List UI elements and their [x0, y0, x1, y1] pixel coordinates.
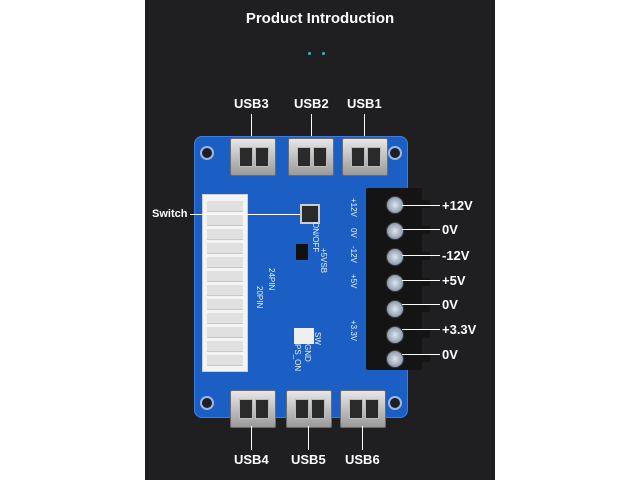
- silk-24pin: 24PIN: [267, 268, 276, 291]
- silk-ps-on: PS_ON: [293, 344, 302, 372]
- leader-out: [402, 205, 440, 206]
- usb1-port: [342, 138, 388, 176]
- usb3-port: [230, 138, 276, 176]
- silk-33v: +3.3V: [349, 320, 358, 342]
- leader-out: [402, 229, 440, 230]
- silk-5v: +5V: [349, 274, 358, 289]
- label-out-0v-3: 0V: [442, 347, 458, 362]
- usb5-port: [286, 390, 332, 428]
- usb2-port: [288, 138, 334, 176]
- page-title: Product Introduction: [245, 10, 395, 27]
- label-out-12v: +12V: [442, 198, 473, 213]
- label-usb1: USB1: [347, 96, 382, 111]
- silk-gnd: GND: [303, 344, 312, 362]
- mount-hole: [202, 148, 212, 158]
- silk-12v: +12V: [349, 198, 358, 217]
- leader-out: [402, 255, 440, 256]
- label-usb3: USB3: [234, 96, 269, 111]
- label-usb4: USB4: [234, 452, 269, 467]
- usb4-port: [230, 390, 276, 428]
- terminal-block: [366, 188, 430, 370]
- label-usb2: USB2: [294, 96, 329, 111]
- ic-chip: [296, 244, 308, 260]
- mount-hole: [202, 398, 212, 408]
- label-usb5: USB5: [291, 452, 326, 467]
- label-out-33v: +3.3V: [442, 322, 477, 337]
- silk-0v: 0V: [349, 228, 358, 238]
- leader-out: [402, 280, 440, 281]
- atx-24pin-connector: [202, 194, 248, 372]
- silk-5vsb: +5VSB: [319, 248, 328, 274]
- leader-usb1: [364, 114, 365, 140]
- power-switch-button: [300, 204, 320, 224]
- leader-usb2: [311, 114, 312, 140]
- leader-out: [402, 329, 440, 330]
- mount-hole: [390, 148, 400, 158]
- label-usb6: USB6: [345, 452, 380, 467]
- silk-neg12v: -12V: [349, 246, 358, 263]
- silk-sw: SW: [313, 332, 322, 345]
- leader-switch: [190, 214, 300, 215]
- leader-usb5: [308, 426, 309, 450]
- leader-usb3: [251, 114, 252, 140]
- leader-usb4: [251, 426, 252, 450]
- silk-20pin: 20PIN: [255, 286, 264, 309]
- usb6-port: [340, 390, 386, 428]
- title-dots: [308, 52, 338, 58]
- label-switch: Switch: [152, 208, 188, 220]
- mount-hole: [390, 398, 400, 408]
- label-out-0v-1: 0V: [442, 222, 458, 237]
- label-out-neg12v: -12V: [442, 248, 470, 263]
- leader-out: [402, 354, 440, 355]
- leader-out: [402, 304, 440, 305]
- leader-usb6: [362, 426, 363, 450]
- label-out-0v-2: 0V: [442, 297, 458, 312]
- pin-header: [294, 328, 314, 344]
- label-out-5v: +5V: [442, 273, 466, 288]
